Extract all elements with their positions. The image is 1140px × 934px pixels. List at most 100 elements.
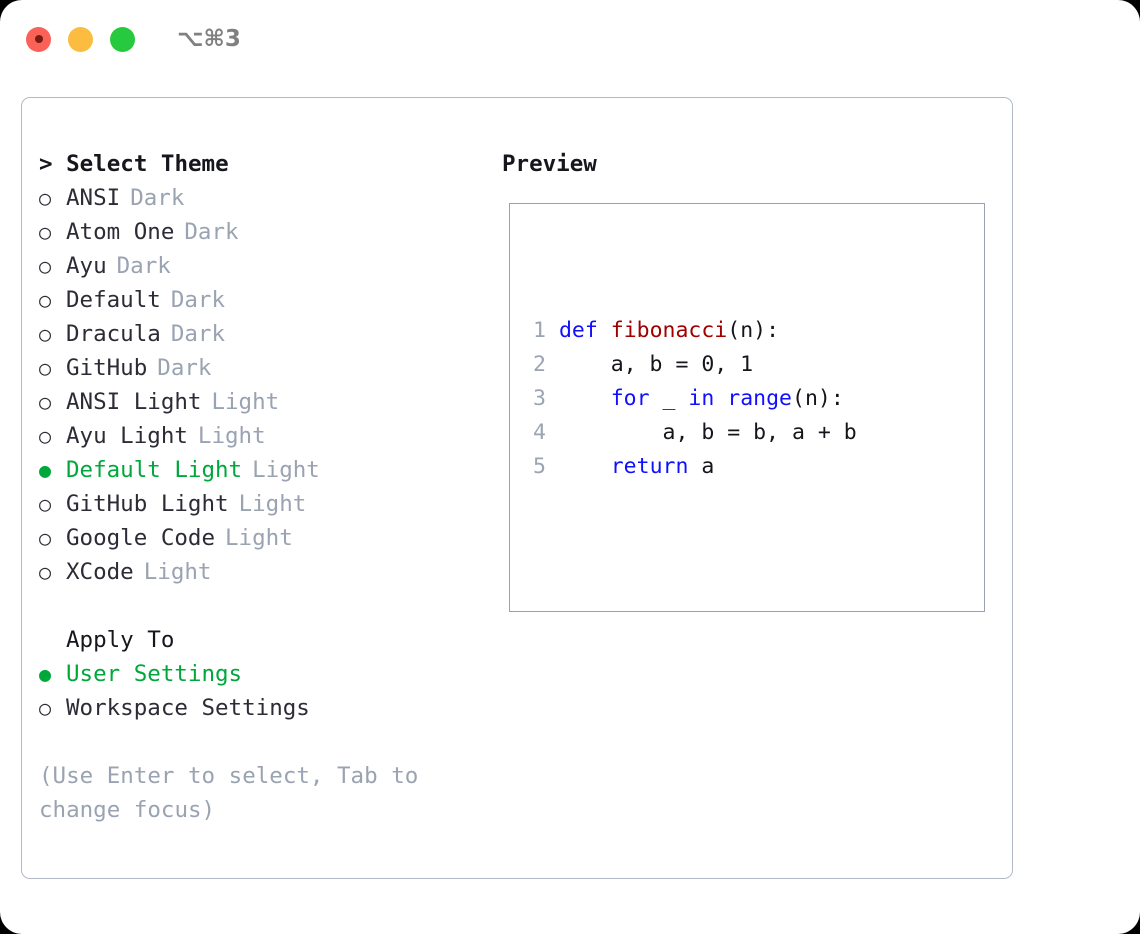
theme-option-tag: Light [238, 491, 307, 517]
code-token: (n): [727, 318, 780, 343]
line-number: 2 [533, 352, 546, 377]
code-token [714, 386, 727, 411]
code-line: 2 a, b = 0, 1 [522, 348, 984, 382]
code-token: fibonacci [610, 318, 728, 343]
theme-option-tag: Dark [130, 185, 185, 211]
theme-option-tag: Dark [170, 321, 226, 347]
keyboard-shortcut-label: ⌥⌘3 [177, 26, 241, 52]
radio-unselected-icon: ○ [39, 560, 52, 584]
radio-selected-icon: ● [39, 458, 52, 482]
code-token [559, 454, 611, 479]
line-number: 4 [533, 420, 546, 445]
code-line: 5 return a [522, 450, 984, 484]
window-controls [26, 26, 135, 52]
preview-pane: Preview 1 def fibonacci(n):2 a, b = 0, 1… [500, 98, 1012, 878]
apply-to-option-workspace-settings[interactable]: ○ Workspace Settings [39, 691, 500, 725]
preview-header: Preview [502, 151, 597, 177]
theme-option-ansi-light[interactable]: ○ ANSI Light Light [39, 385, 500, 419]
radio-selected-icon: ● [39, 662, 52, 686]
code-token: a, b = b, a + b [558, 420, 857, 445]
radio-unselected-icon: ○ [39, 526, 52, 550]
theme-option-label: ANSI Light [66, 389, 202, 415]
apply-to-option-label: Workspace Settings [66, 695, 310, 721]
theme-option-default-light[interactable]: ● Default Light Light [39, 453, 500, 487]
theme-option-google-code[interactable]: ○ Google Code Light [39, 521, 500, 555]
radio-unselected-icon: ○ [39, 492, 52, 516]
code-token: in [688, 386, 715, 411]
theme-option-tag: Dark [116, 253, 171, 279]
apply-to-option-user-settings[interactable]: ● User Settings [39, 657, 500, 691]
radio-unselected-icon: ○ [39, 288, 52, 312]
theme-option-tag: Light [252, 457, 320, 483]
radio-unselected-icon: ○ [39, 254, 52, 278]
theme-option-label: Default [66, 287, 161, 313]
theme-option-tag: Light [197, 423, 266, 449]
radio-unselected-icon: ○ [39, 356, 52, 380]
line-number: 5 [533, 454, 546, 479]
theme-option-xcode[interactable]: ○ XCode Light [39, 555, 500, 589]
theme-option-github[interactable]: ○ GitHub Dark [39, 351, 500, 385]
code-line: 3 for _ in range(n): [522, 382, 984, 416]
code-token: a, b = 0, 1 [558, 352, 754, 377]
theme-option-tag: Dark [184, 219, 239, 245]
gutter-space [546, 386, 559, 411]
theme-option-tag: Light [225, 525, 293, 551]
theme-option-ayu[interactable]: ○ Ayu Dark [39, 249, 500, 283]
theme-option-label: Ayu Light [66, 423, 188, 449]
code-blank-line [522, 552, 984, 586]
zoom-button[interactable] [110, 26, 135, 52]
code-token: for [610, 386, 650, 411]
minimize-button[interactable] [68, 26, 93, 52]
theme-option-label: Atom One [66, 219, 175, 245]
spacer [39, 589, 500, 623]
theme-option-label: GitHub Light [66, 491, 229, 517]
theme-option-tag: Dark [157, 355, 212, 381]
theme-option-label: ANSI [66, 185, 121, 211]
radio-unselected-icon: ○ [39, 390, 52, 414]
radio-unselected-icon: ○ [39, 322, 52, 346]
window-titlebar: ⌥⌘3 [0, 0, 1140, 78]
keyboard-hint: (Use Enter to select, Tab to change focu… [39, 763, 432, 823]
radio-unselected-icon: ○ [39, 696, 52, 720]
theme-option-ayu-light[interactable]: ○ Ayu Light Light [39, 419, 500, 453]
code-token [598, 318, 611, 343]
theme-option-tag: Dark [170, 287, 226, 313]
code-token [559, 386, 611, 411]
code-token: def [558, 318, 598, 343]
theme-option-tag: Light [211, 389, 280, 415]
code-token: a [688, 454, 715, 479]
gutter-space [546, 454, 559, 479]
theme-option-label: Default Light [66, 457, 243, 483]
theme-option-tag: Light [143, 559, 212, 585]
gutter-space [546, 420, 559, 445]
apply-to-header: Apply To [66, 627, 175, 653]
radio-unselected-icon: ○ [39, 424, 52, 448]
gutter-space [546, 318, 559, 343]
apply-to-option-label: User Settings [66, 661, 243, 687]
code-line: 1 def fibonacci(n): [522, 314, 984, 348]
code-line: 4 a, b = b, a + b [522, 416, 984, 450]
radio-unselected-icon: ○ [39, 220, 52, 244]
code-token: (n): [792, 386, 844, 411]
theme-option-github-light[interactable]: ○ GitHub Light Light [39, 487, 500, 521]
theme-option-label: Ayu [66, 253, 107, 279]
close-icon [34, 35, 43, 43]
theme-option-label: GitHub [66, 355, 148, 381]
close-button[interactable] [26, 26, 51, 52]
code-token: _ [649, 386, 689, 411]
theme-option-default[interactable]: ○ Default Dark [39, 283, 500, 317]
line-number: 3 [533, 386, 546, 411]
line-number: 1 [533, 318, 546, 343]
apply-to-list: ● User Settings ○ Workspace Settings [39, 657, 500, 725]
theme-option-label: Google Code [66, 525, 216, 551]
theme-option-atom-one[interactable]: ○ Atom One Dark [39, 215, 500, 249]
theme-option-label: XCode [66, 559, 134, 585]
